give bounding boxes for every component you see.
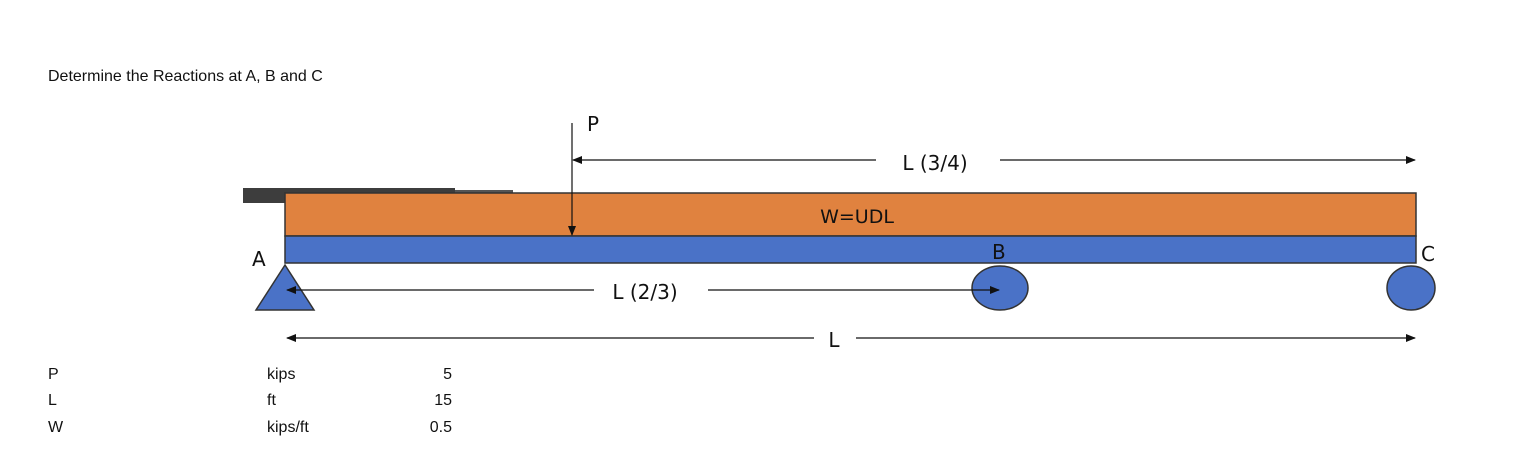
udl-label: W=UDL xyxy=(820,206,894,228)
given-unit-l: ft xyxy=(267,392,276,409)
support-c-label: C xyxy=(1421,242,1435,266)
dim-three-quarter-label: L (3/4) xyxy=(902,151,967,175)
dim-full-label: L xyxy=(828,328,840,352)
udl-block xyxy=(284,192,1417,237)
given-value-l: 15 xyxy=(434,392,452,409)
support-c-roller xyxy=(1386,265,1436,311)
support-a-label: A xyxy=(252,247,266,271)
given-unit-w: kips/ft xyxy=(267,419,309,436)
given-symbol-l: L xyxy=(48,392,57,409)
problem-statement: Determine the Reactions at A, B and C xyxy=(48,68,323,85)
given-symbol-w: W xyxy=(48,419,64,436)
obscured-tooltip-shadow xyxy=(455,190,513,193)
load-p-label: P xyxy=(587,112,599,136)
support-a-pin xyxy=(254,263,316,311)
dim-two-thirds-label: L (2/3) xyxy=(612,280,677,304)
support-b-label: B xyxy=(992,240,1006,264)
given-value-w: 0.5 xyxy=(429,419,452,436)
given-symbol-p: P xyxy=(48,366,59,383)
given-value-p: 5 xyxy=(443,366,452,383)
beam xyxy=(284,235,1417,264)
support-b-roller xyxy=(971,265,1029,311)
given-unit-p: kips xyxy=(267,366,296,383)
